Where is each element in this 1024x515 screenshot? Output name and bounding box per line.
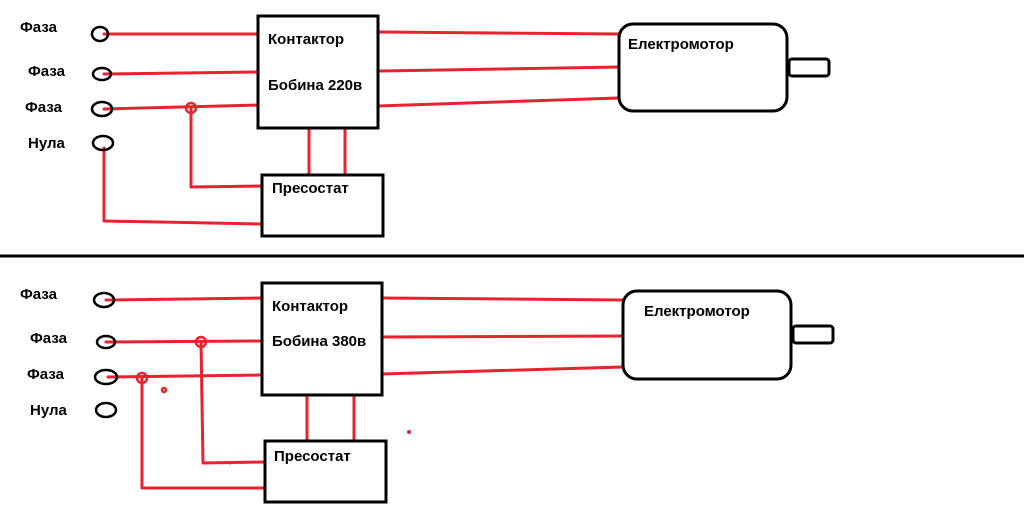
bottom-junction-1: [194, 335, 208, 349]
bottom-wire-phase-1: [104, 296, 264, 302]
bottom-contactor-coil: Бобина 380в: [272, 333, 366, 350]
bottom-wire-phase-2: [104, 339, 264, 344]
top-contactor-coil: Бобина 220в: [268, 77, 362, 94]
bottom-diagram: Фаза Фаза Фаза Нула Контактор Бобина 380…: [20, 281, 835, 504]
bottom-pressure-switch-box: [263, 439, 388, 504]
bottom-junction-2: [135, 371, 149, 385]
top-junction: [184, 101, 198, 115]
bottom-terminal-1: [92, 291, 116, 309]
top-terminal-label-4: Нула: [28, 135, 66, 152]
top-terminal-label-3: Фаза: [25, 99, 63, 116]
bottom-wire-motor-2: [380, 334, 625, 339]
top-motor-label: Електромотор: [628, 36, 734, 53]
top-diagram: Фаза Фаза Фаза Нула Контактор Бобина 220…: [20, 14, 831, 238]
top-contactor-box: [256, 14, 380, 130]
bottom-wire-phase3-to-pressure-switch: [140, 376, 267, 490]
bottom-motor-shaft: [791, 324, 835, 345]
bottom-terminal-4: [94, 401, 118, 419]
bottom-pressure-switch-label: Пресостат: [274, 448, 351, 465]
top-wire-motor-3: [376, 96, 621, 108]
bottom-terminal-label-1: Фаза: [20, 286, 58, 303]
top-terminal-2: [91, 66, 113, 82]
stray-mark-3: [228, 461, 232, 465]
top-terminal-4: [91, 134, 115, 152]
bottom-wire-motor-1: [380, 296, 625, 302]
top-wire-neutral-to-pressure-switch: [102, 146, 264, 226]
bottom-terminal-label-2: Фаза: [30, 330, 68, 347]
top-pressure-switch-label: Пресостат: [272, 180, 349, 197]
stray-mark-1: [160, 386, 168, 394]
top-wire-phase3-to-pressure-switch: [189, 106, 264, 189]
bottom-terminal-label-3: Фаза: [27, 366, 65, 383]
bottom-terminal-3: [93, 368, 119, 386]
stray-mark-2: [407, 430, 411, 434]
bottom-wire-phase-3: [106, 373, 264, 379]
bottom-contactor-title: Контактор: [272, 298, 348, 315]
top-terminal-label-1: Фаза: [20, 19, 58, 36]
bottom-wire-motor-3: [380, 365, 625, 376]
bottom-terminal-label-4: Нула: [30, 402, 68, 419]
top-contactor-title: Контактор: [268, 31, 344, 48]
bottom-contactor-box: [260, 281, 384, 397]
bottom-terminal-2: [95, 334, 117, 350]
top-wire-phase-3: [102, 103, 260, 111]
top-wire-phase-2: [102, 70, 260, 76]
top-terminal-3: [90, 100, 114, 118]
top-pressure-switch-box: [260, 173, 385, 238]
bottom-motor-label: Електромотор: [644, 303, 750, 320]
top-terminal-1: [90, 25, 110, 43]
top-terminal-label-2: Фаза: [28, 63, 66, 80]
top-motor-shaft: [787, 57, 831, 78]
bottom-wire-phase2-to-pressure-switch: [199, 340, 267, 465]
top-motor-box: [617, 22, 789, 113]
bottom-motor-box: [621, 289, 793, 381]
top-wire-motor-2: [376, 65, 621, 73]
top-wire-motor-1: [376, 30, 621, 36]
